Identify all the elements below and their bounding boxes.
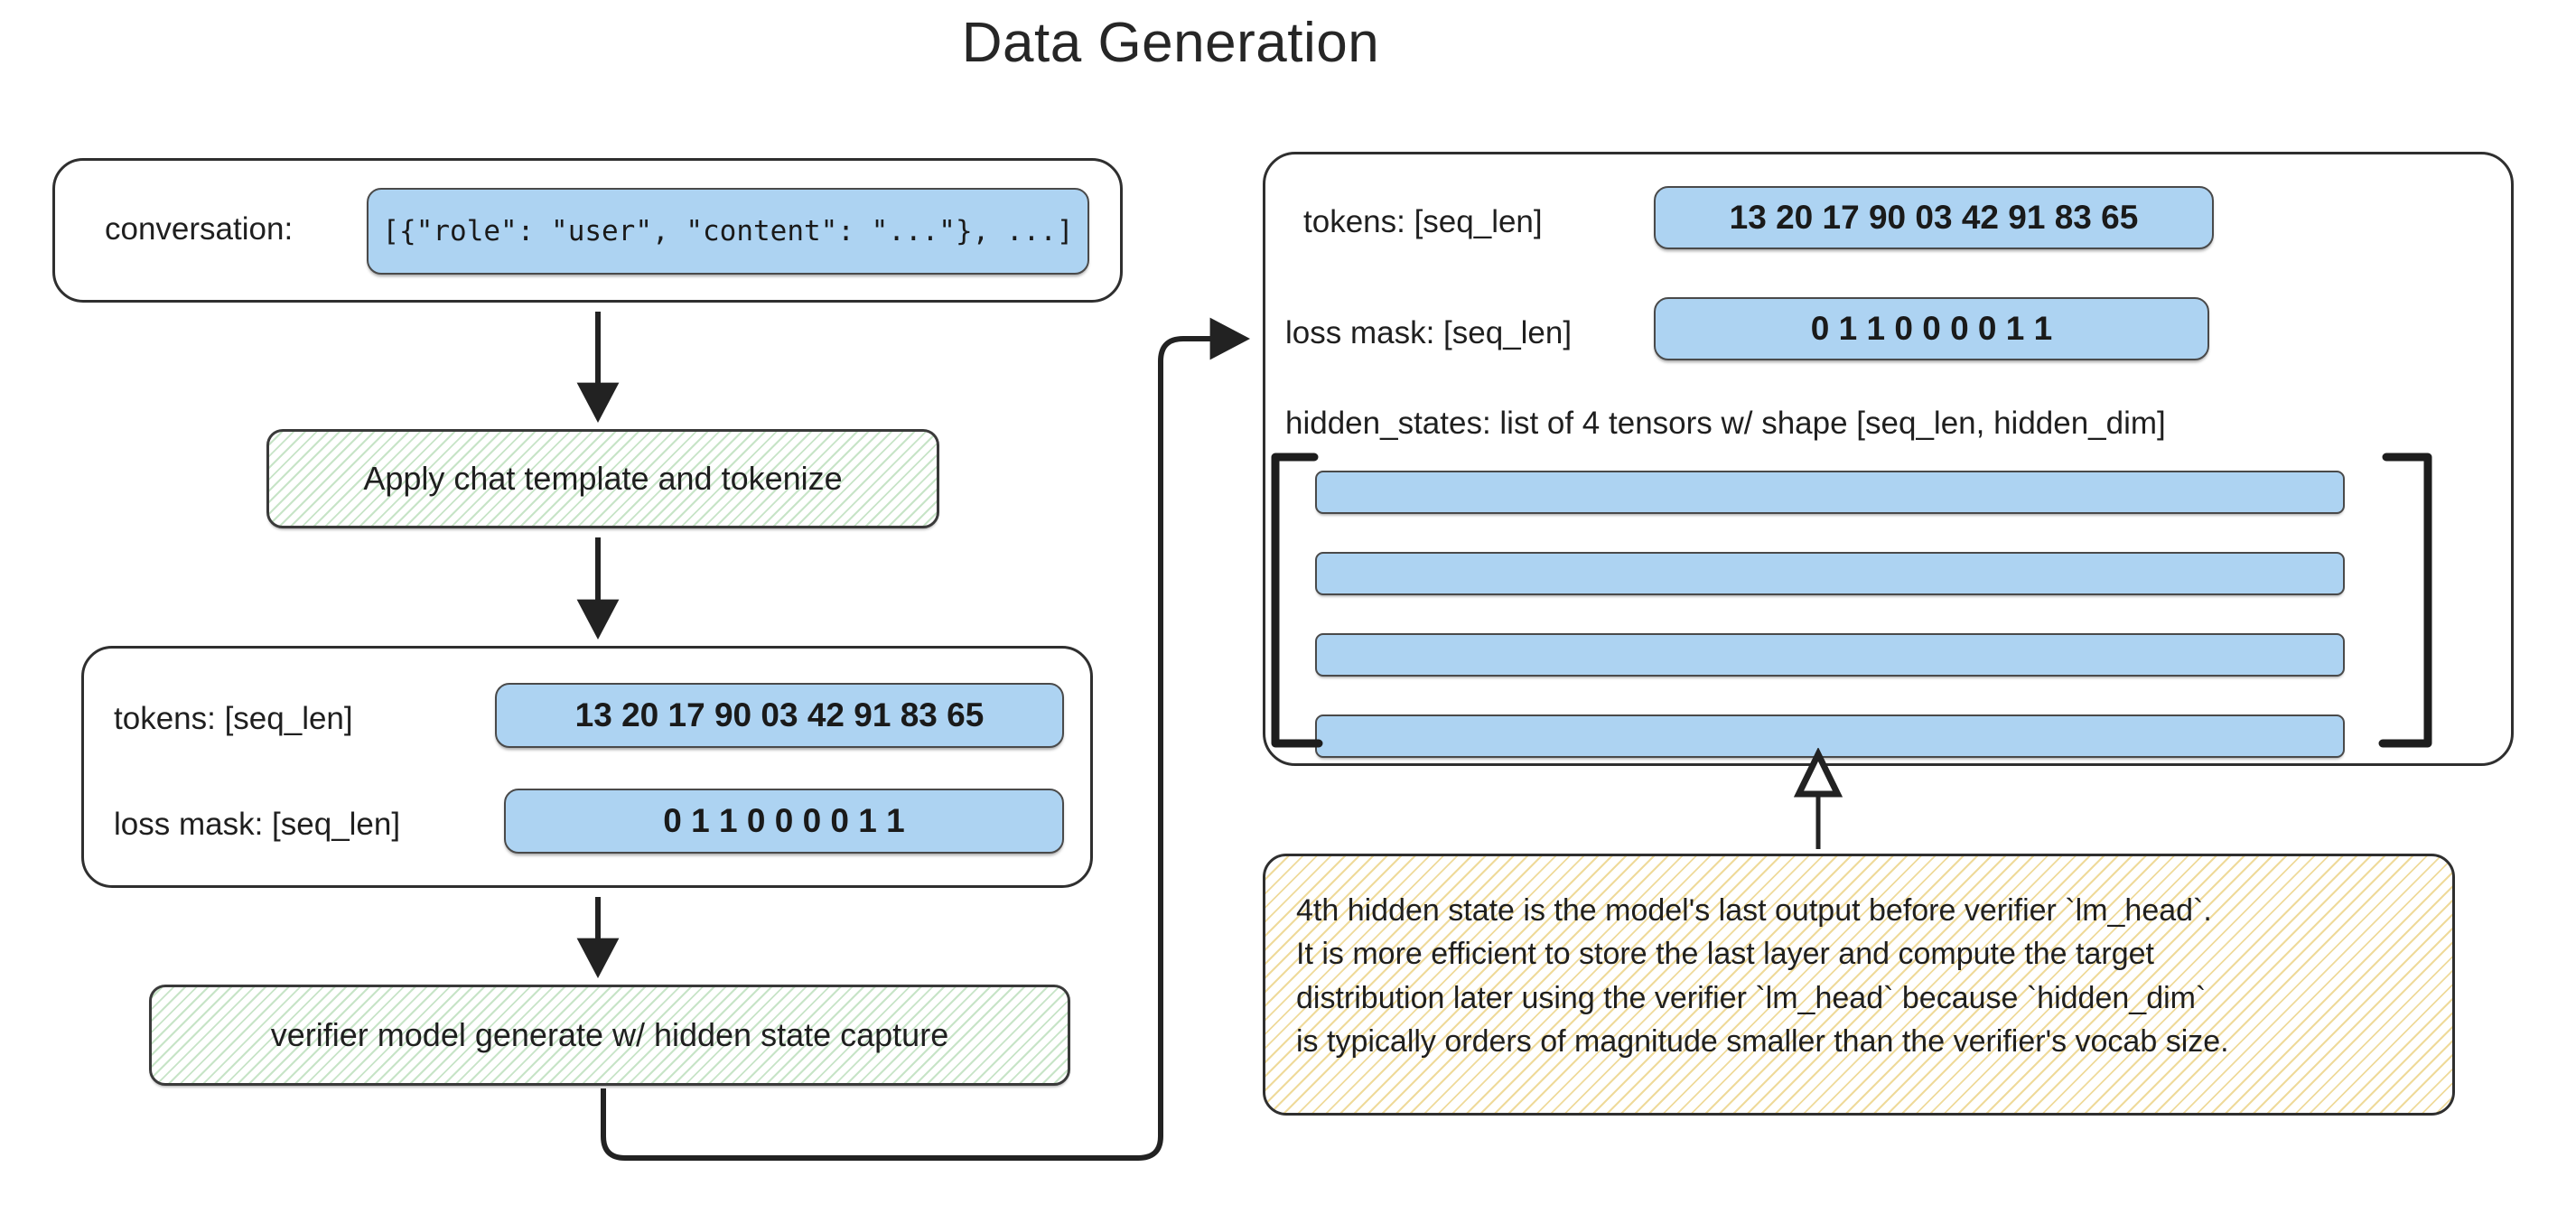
conversation-value-chip: [{"role": "user", "content": "..."}, ...… <box>367 188 1089 275</box>
hidden-states-label: hidden_states: list of 4 tensors w/ shap… <box>1285 406 2166 441</box>
conversation-label: conversation: <box>105 211 294 247</box>
output-tokens-values-chip: 13 20 17 90 03 42 91 83 65 <box>1654 186 2214 249</box>
loss-mask-values-chip: 0 1 1 0 0 0 0 1 1 <box>504 789 1064 854</box>
page-title: Data Generation <box>0 11 2576 75</box>
hidden-state-bar-2 <box>1315 552 2345 595</box>
note-line-2: It is more efficient to store the last l… <box>1296 937 2154 972</box>
tokens-values-chip: 13 20 17 90 03 42 91 83 65 <box>495 683 1064 748</box>
note-line-3: distribution later using the verifier `l… <box>1296 980 2207 1015</box>
loss-mask-label: loss mask: [seq_len] <box>114 807 401 842</box>
hidden-state-bar-1 <box>1315 471 2345 514</box>
hidden-state-bar-3 <box>1315 633 2345 677</box>
tokens-panel: tokens: [seq_len] 13 20 17 90 03 42 91 8… <box>81 646 1093 888</box>
note-line-4: is typically orders of magnitude smaller… <box>1296 1023 2229 1059</box>
tokens-label: tokens: [seq_len] <box>114 701 353 736</box>
output-loss-mask-label: loss mask: [seq_len] <box>1285 315 1573 350</box>
note-line-1: 4th hidden state is the model's last out… <box>1296 893 2212 928</box>
output-tokens-label: tokens: [seq_len] <box>1303 204 1543 239</box>
apply-chat-template-step: Apply chat template and tokenize <box>266 429 939 528</box>
hidden-state-bar-4 <box>1315 714 2345 758</box>
explanation-note: 4th hidden state is the model's last out… <box>1263 854 2455 1116</box>
conversation-panel: conversation: [{"role": "user", "content… <box>52 158 1123 303</box>
verifier-generate-step: verifier model generate w/ hidden state … <box>149 985 1070 1086</box>
output-panel: tokens: [seq_len] 13 20 17 90 03 42 91 8… <box>1263 152 2514 766</box>
page-title-text: Data Generation <box>961 12 1380 74</box>
output-loss-mask-values-chip: 0 1 1 0 0 0 0 1 1 <box>1654 297 2209 360</box>
